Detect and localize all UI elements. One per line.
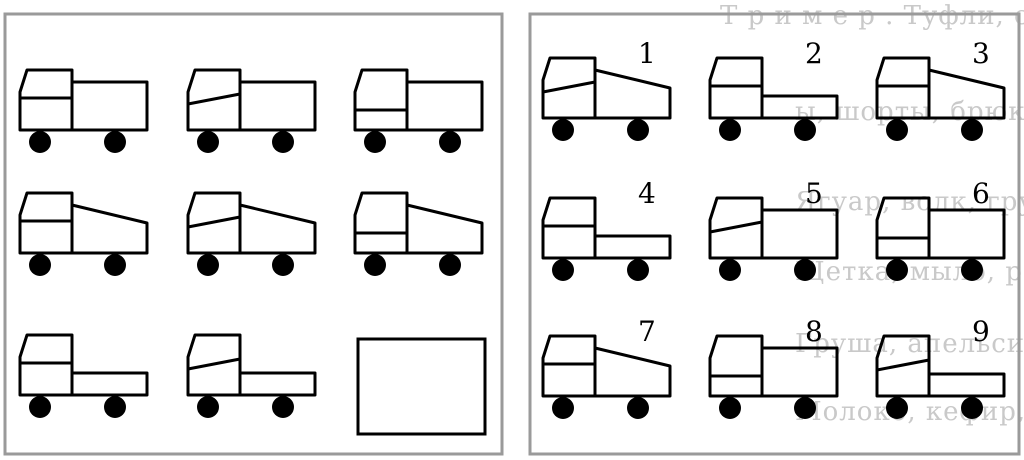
truck: [20, 335, 147, 418]
option-number-label: 9: [972, 315, 990, 348]
truck-dump-body: [595, 348, 670, 396]
cab-window-line: [543, 82, 595, 92]
option-number-label: 4: [638, 177, 656, 210]
truck-wheel: [439, 254, 461, 276]
left-panel-frame: [5, 14, 502, 454]
truck-cab: [543, 336, 595, 396]
truck-wheel: [627, 119, 649, 141]
truck-cab: [20, 70, 72, 130]
answer-blank-box: [358, 339, 485, 434]
truck-box-body: [929, 210, 1004, 258]
truck: [355, 193, 482, 276]
truck-wheel: [364, 254, 386, 276]
truck-wheel: [794, 119, 816, 141]
truck-flat-body: [595, 236, 670, 258]
truck-wheel: [886, 119, 908, 141]
truck-flat-body: [72, 373, 147, 395]
truck-wheel: [719, 259, 741, 281]
truck-flat-body: [929, 374, 1004, 396]
truck-wheel: [272, 396, 294, 418]
truck-wheel: [197, 131, 219, 153]
option-number-label: 8: [805, 315, 823, 348]
truck-cab: [355, 193, 407, 253]
truck-box-body: [407, 82, 482, 130]
truck-cab: [355, 70, 407, 130]
truck: [543, 336, 670, 419]
truck: [20, 70, 147, 153]
cab-window-line: [710, 222, 762, 232]
truck-wheel: [104, 254, 126, 276]
option-number-label: 5: [805, 177, 823, 210]
truck-dump-body: [407, 205, 482, 253]
option-number-label: 1: [638, 37, 656, 70]
truck: [188, 70, 315, 153]
truck-wheel: [794, 397, 816, 419]
truck-cab: [543, 198, 595, 258]
truck-wheel: [197, 396, 219, 418]
cab-window-line: [877, 360, 929, 370]
truck-wheel: [886, 259, 908, 281]
truck-wheel: [719, 119, 741, 141]
truck-wheel: [29, 131, 51, 153]
truck-wheel: [197, 254, 219, 276]
truck: [188, 335, 315, 418]
truck-wheel: [627, 259, 649, 281]
truck-cab: [20, 193, 72, 253]
truck-wheel: [961, 259, 983, 281]
truck-cab: [20, 335, 72, 395]
truck-wheel: [104, 131, 126, 153]
truck-wheel: [552, 259, 574, 281]
truck-wheel: [552, 397, 574, 419]
truck-flat-body: [240, 373, 315, 395]
bleed-line: Молоко, кефир, сметана —: [795, 397, 1024, 427]
truck-wheel: [104, 396, 126, 418]
truck-wheel: [552, 119, 574, 141]
bleed-line: Т р и м е р . Туфли, сапоги, ботинки — о…: [720, 1, 1024, 31]
truck-wheel: [794, 259, 816, 281]
right-panel-options: 1 2 3 4 5 6 7 8 9: [543, 37, 1004, 419]
truck-wheel: [272, 254, 294, 276]
truck: [20, 193, 147, 276]
truck-wheel: [272, 131, 294, 153]
truck-dump-body: [72, 205, 147, 253]
truck: [543, 198, 670, 281]
truck-box-body: [240, 82, 315, 130]
option-number-label: 6: [972, 177, 990, 210]
truck-dump-body: [595, 70, 670, 118]
truck-wheel: [961, 119, 983, 141]
right-panel-frame: [530, 14, 1019, 454]
truck-wheel: [439, 131, 461, 153]
cab-window-line: [188, 217, 240, 227]
option-number-label: 2: [805, 37, 823, 70]
bleed-line: Щетка, мыло, расческа —: [795, 257, 1024, 287]
truck-wheel: [719, 397, 741, 419]
cab-window-line: [188, 94, 240, 104]
truck-wheel: [364, 131, 386, 153]
truck: [543, 58, 670, 141]
truck-box-body: [72, 82, 147, 130]
truck: [188, 193, 315, 276]
truck-dump-body: [240, 205, 315, 253]
left-panel-grid: [20, 70, 485, 434]
option-number-label: 7: [638, 315, 656, 348]
truck-wheel: [29, 396, 51, 418]
truck-box-body: [762, 210, 837, 258]
truck-cab: [710, 336, 762, 396]
truck-wheel: [29, 254, 51, 276]
truck-wheel: [886, 397, 908, 419]
truck: [355, 70, 482, 153]
truck-cab: [710, 58, 762, 118]
option-number-label: 3: [972, 37, 990, 70]
truck-wheel: [961, 397, 983, 419]
cab-window-line: [188, 359, 240, 369]
bleed-line: ы, шорты, брюки —: [795, 97, 1024, 127]
truck-wheel: [627, 397, 649, 419]
